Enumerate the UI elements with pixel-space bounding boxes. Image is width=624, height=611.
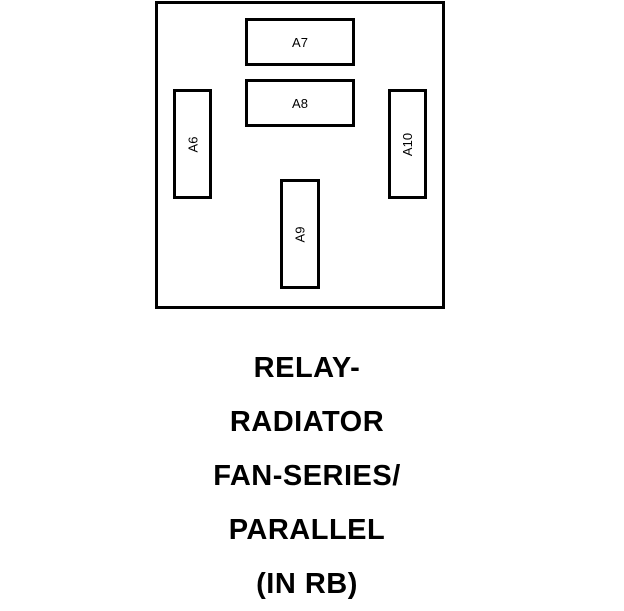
caption-line-3: FAN-SERIES/ xyxy=(213,460,401,492)
pin-a7-label: A7 xyxy=(292,34,308,50)
pin-a6-label: A6 xyxy=(185,136,200,152)
caption-line-1: RELAY- xyxy=(253,352,361,384)
pin-a9: A9 xyxy=(280,179,320,289)
pin-a6: A6 xyxy=(173,89,212,199)
caption-line-2: RADIATOR xyxy=(229,406,385,438)
pin-a7: A7 xyxy=(245,18,355,66)
pin-a10-label: A10 xyxy=(399,132,415,156)
pin-a10: A10 xyxy=(388,89,427,199)
caption-line-4: PARALLEL xyxy=(228,514,386,546)
pin-a8-label: A8 xyxy=(292,95,308,111)
pin-a8: A8 xyxy=(245,79,355,127)
pin-a9-label: A9 xyxy=(292,226,308,242)
caption-line-5: (IN RB) xyxy=(256,568,358,600)
relay-caption: RELAY- RADIATOR FAN-SERIES/ PARALLEL (IN… xyxy=(0,341,614,611)
relay-body-outline xyxy=(155,1,445,309)
